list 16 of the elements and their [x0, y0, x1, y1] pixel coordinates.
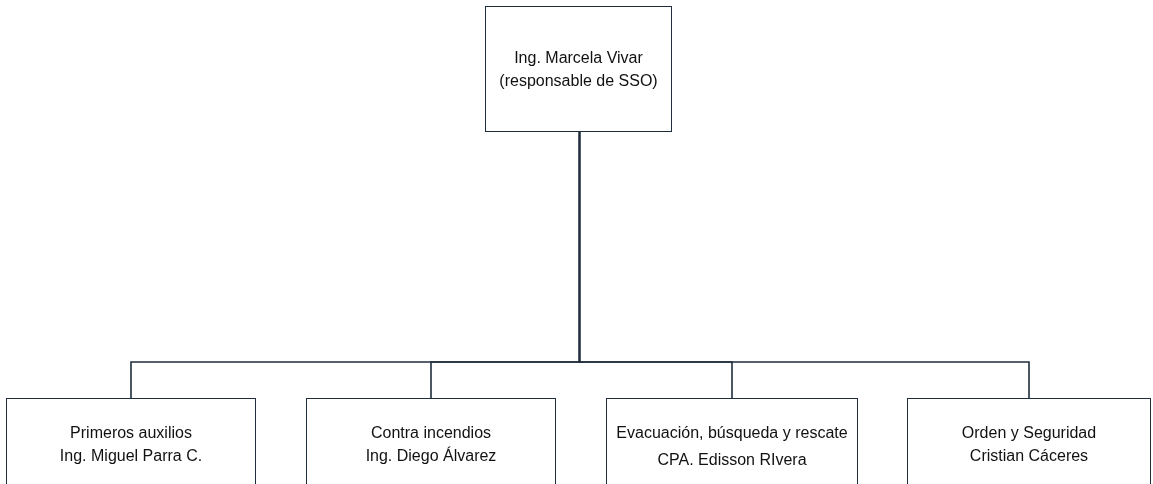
person-name: (responsable de SSO)	[499, 71, 658, 91]
connector-line	[578, 131, 1030, 399]
box-title: Contra incendios	[370, 423, 492, 443]
team-box	[6, 398, 256, 484]
manager-box	[485, 6, 672, 132]
team-box	[606, 398, 858, 484]
person-name: CPA. Edisson RIvera	[657, 450, 807, 471]
team-box	[306, 398, 556, 484]
box-title: Evacuación, búsqueda y rescate	[616, 423, 848, 443]
person-name: Ing. Miguel Parra C.	[59, 446, 203, 467]
team-box	[907, 398, 1151, 484]
box-title: Primeros auxilios	[70, 423, 192, 443]
box-title: Orden y Seguridad	[961, 423, 1097, 443]
box-title: Ing. Marcela Vivar	[514, 47, 643, 68]
person-name: Ing. Diego Álvarez	[365, 445, 497, 467]
person-name: Cristian Cáceres	[969, 446, 1089, 467]
